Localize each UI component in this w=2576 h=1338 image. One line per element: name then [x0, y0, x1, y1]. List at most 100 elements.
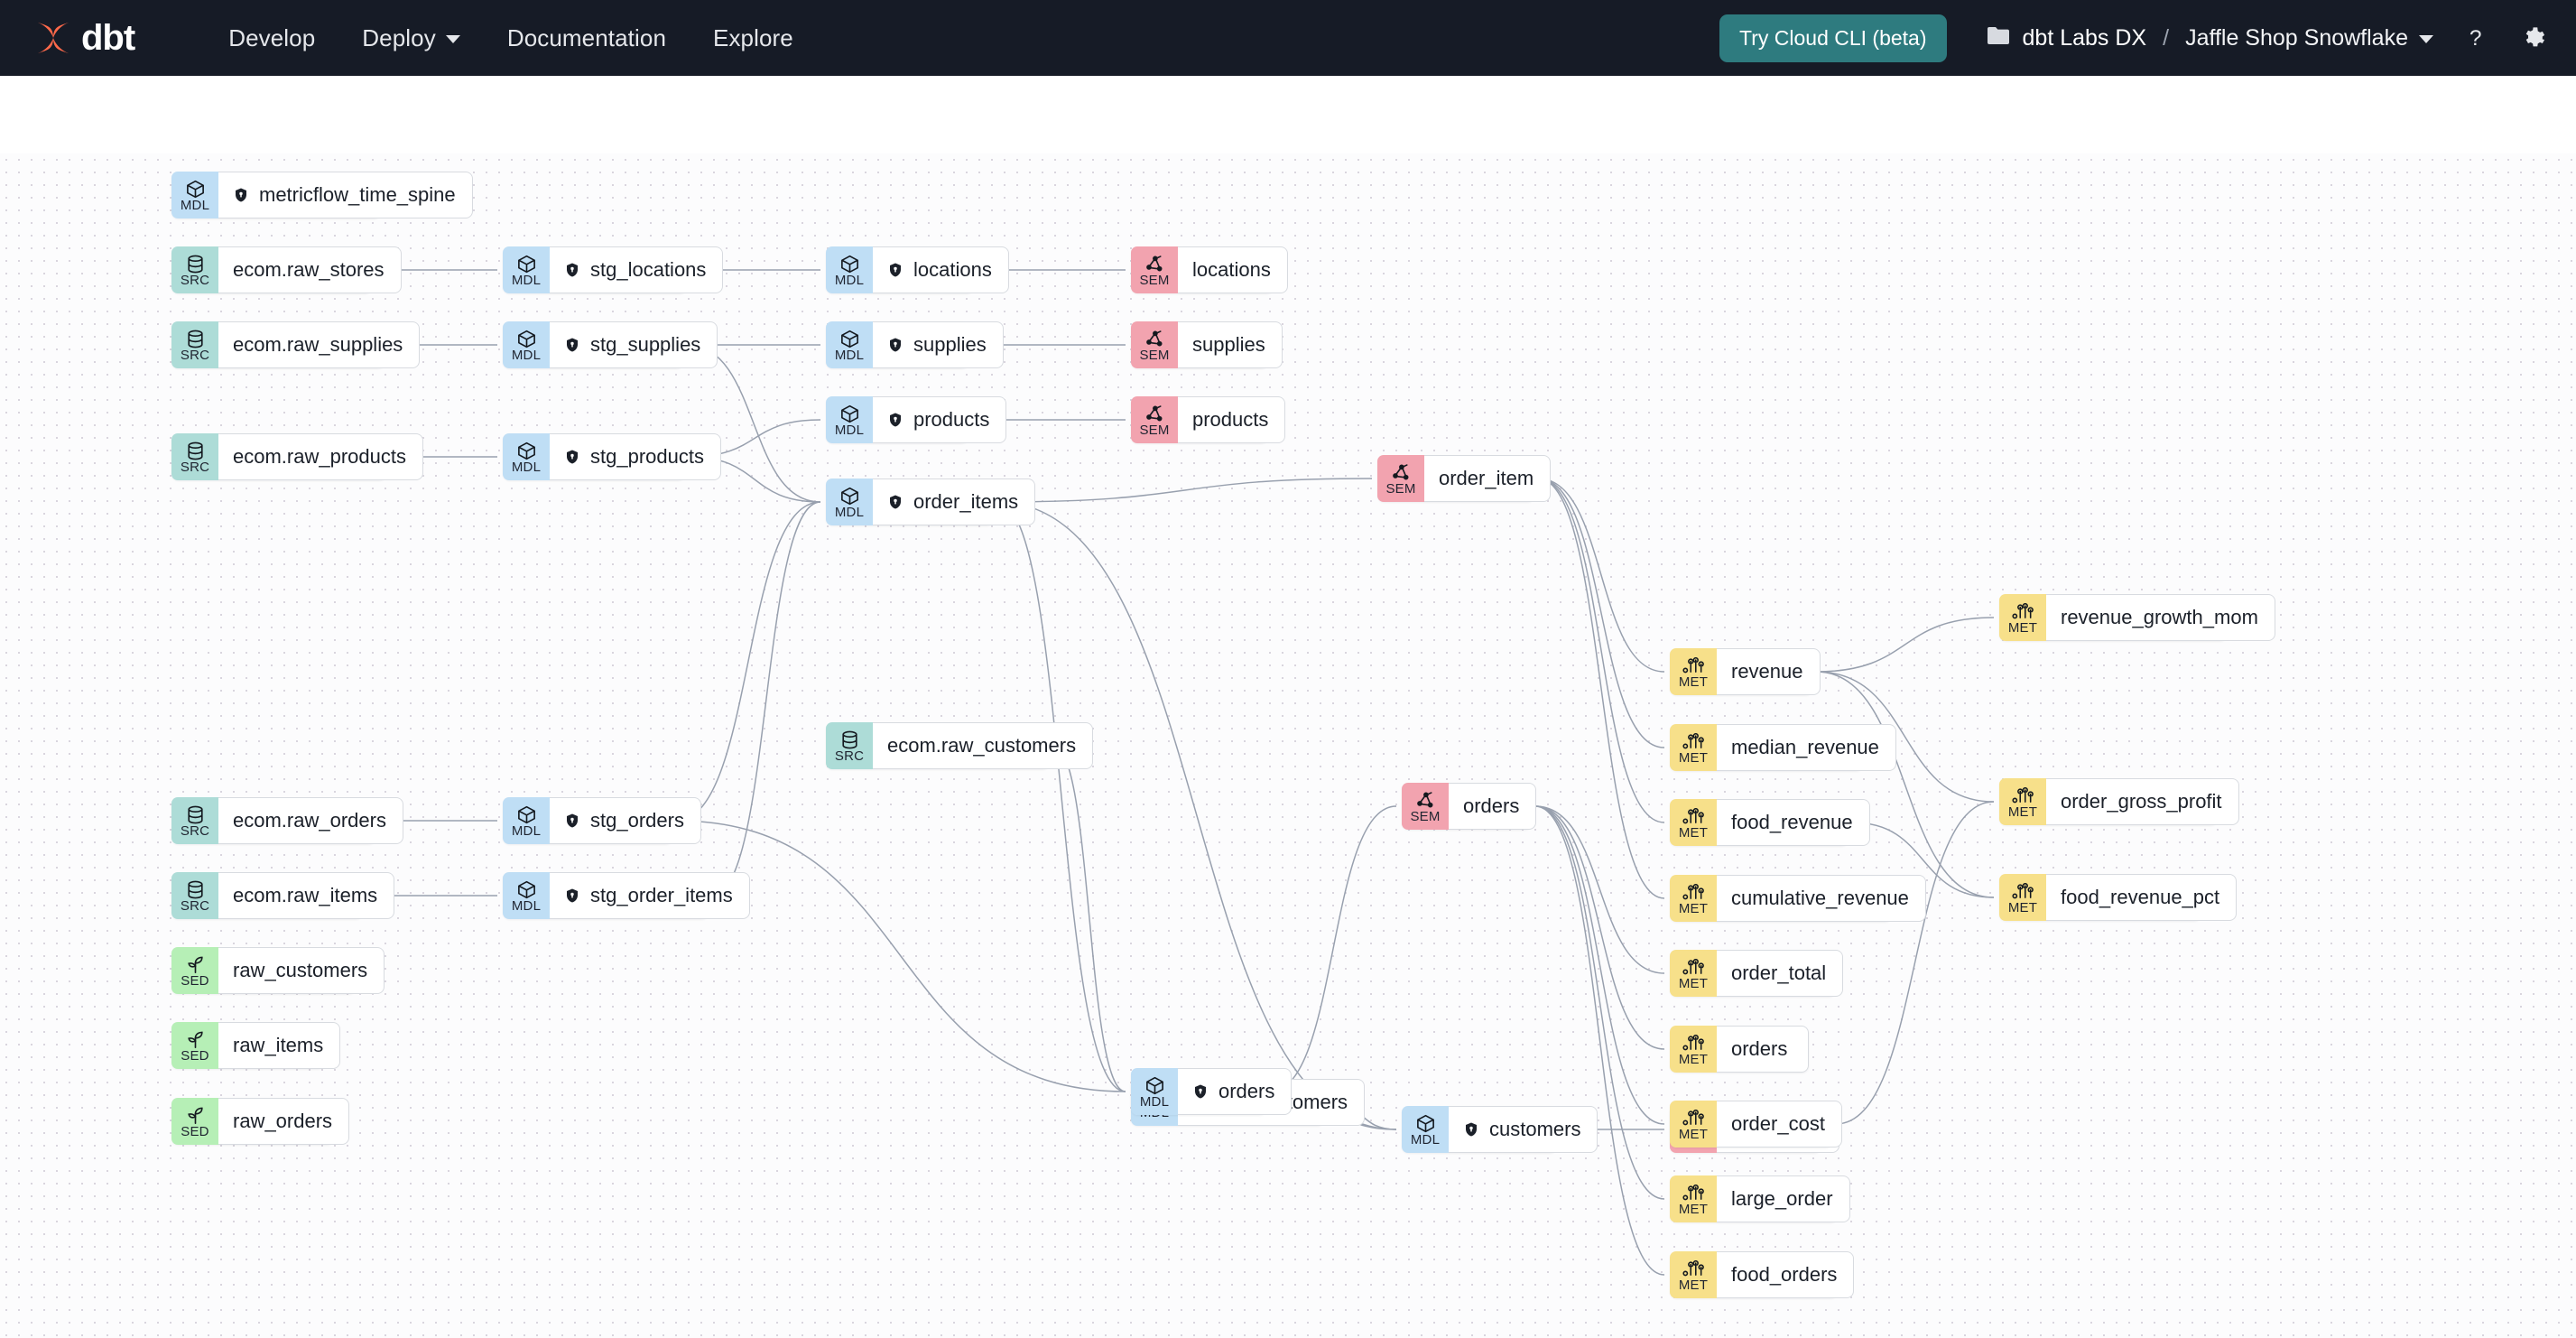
node-body: food_revenue_pct: [2046, 874, 2238, 921]
project-selector[interactable]: Jaffle Shop Snowflake: [2185, 25, 2433, 51]
graph-node-stg_supplies[interactable]: MDL stg_supplies: [503, 321, 718, 368]
node-type-code: MET: [1678, 1202, 1709, 1217]
node-body: products: [873, 396, 1007, 443]
graph-node-sem_order_item[interactable]: SEM order_item: [1377, 455, 1552, 502]
node-type-code: SEM: [1139, 348, 1170, 363]
graph-node-met_food_revenue_pct[interactable]: MET food_revenue_pct: [1999, 874, 2238, 921]
met-type-chip: MET: [1670, 648, 1717, 695]
graph-node-met_large_order[interactable]: MET large_order: [1670, 1175, 1850, 1222]
node-body: large_order: [1717, 1175, 1850, 1222]
mdl-icon: [516, 255, 537, 274]
sem-icon: [1391, 463, 1412, 482]
nav-item-documentation[interactable]: Documentation: [484, 24, 690, 52]
account-name[interactable]: dbt Labs DX: [2022, 24, 2147, 51]
lineage-edge: [1269, 805, 1397, 1092]
try-cloud-cli-button[interactable]: Try Cloud CLI (beta): [1719, 14, 1947, 62]
mdl-type-chip: MDL: [171, 172, 218, 218]
nav-item-deploy[interactable]: Deploy: [338, 24, 484, 52]
node-type-code: SEM: [1139, 273, 1170, 288]
nav-item-develop[interactable]: Develop: [205, 24, 338, 52]
mdl-icon: [516, 805, 537, 824]
lineage-edge: [1534, 805, 1665, 1125]
node-label: orders: [1219, 1080, 1275, 1102]
node-body: orders: [1178, 1068, 1293, 1115]
node-type-code: SEM: [1385, 481, 1416, 497]
graph-node-sem_locations[interactable]: SEM locations: [1131, 246, 1288, 293]
met-icon: [1682, 807, 1704, 826]
shield-icon: [564, 262, 580, 278]
node-type-code: MET: [2007, 900, 2038, 915]
lineage-edge: [1534, 805, 1665, 1050]
met-icon: [2012, 786, 2034, 805]
mdl-icon: [1144, 1076, 1165, 1095]
node-body: cumulative_revenue: [1717, 875, 1926, 922]
sem-icon: [1144, 255, 1165, 274]
mdl-type-chip: MDL: [503, 321, 550, 368]
shield-icon: [1192, 1083, 1209, 1100]
lineage-edge: [1815, 617, 1995, 673]
sed-icon: [185, 1030, 206, 1049]
question-mark-icon[interactable]: ?: [2464, 25, 2489, 51]
shield-icon: [233, 187, 249, 203]
node-type-code: MET: [1678, 976, 1709, 991]
met-icon: [1682, 732, 1704, 751]
node-body: supplies: [873, 321, 1004, 368]
nav-item-develop-label: Develop: [228, 23, 316, 51]
top-navigation-bar: dbt Develop Deploy Documentation Explore…: [0, 0, 2576, 76]
node-body: order_item: [1424, 455, 1552, 502]
node-label: locations: [1192, 258, 1271, 281]
node-type-code: MET: [1678, 1278, 1709, 1293]
node-label: stg_supplies: [590, 333, 701, 356]
node-label: customers: [1489, 1118, 1581, 1140]
lineage-edge: [1815, 671, 1995, 898]
dbt-logo[interactable]: dbt: [32, 17, 135, 59]
nav-item-explore[interactable]: Explore: [690, 24, 817, 52]
node-body: order_items: [873, 479, 1036, 525]
project-name: Jaffle Shop Snowflake: [2185, 24, 2408, 51]
gear-icon[interactable]: [2520, 25, 2545, 51]
src-type-chip: SRC: [171, 872, 218, 919]
lineage-edge: [1835, 801, 1995, 1125]
met-type-chip: MET: [1670, 1251, 1717, 1298]
chevron-down-icon: [445, 35, 460, 43]
met-type-chip: MET: [1670, 799, 1717, 846]
node-body: stg_orders: [550, 797, 701, 844]
src-icon: [185, 441, 206, 460]
node-type-code: SED: [181, 1124, 209, 1139]
shield-icon: [1463, 1121, 1479, 1138]
